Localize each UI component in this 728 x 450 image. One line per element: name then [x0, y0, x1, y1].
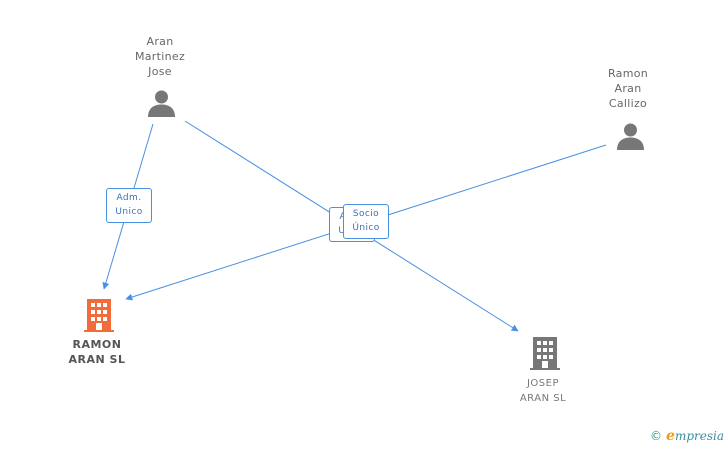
person-icon[interactable]	[147, 89, 176, 117]
company-label-ramon-aran-sl[interactable]: RAMON ARAN SL	[68, 338, 126, 366]
building-icon[interactable]	[530, 337, 560, 370]
edge-label-socio-unico[interactable]: Socio Único	[343, 204, 389, 239]
edge-label-adm-unico[interactable]: Adm. Unico	[106, 188, 152, 223]
person-label-aran-martinez-jose[interactable]: Aran Martinez Jose	[134, 35, 186, 78]
building-icon[interactable]	[84, 299, 114, 332]
person-icon[interactable]	[616, 122, 645, 150]
person-label-ramon-aran-callizo[interactable]: Ramon Aran Callizo	[607, 67, 649, 110]
empresia-watermark[interactable]: ©empresia	[650, 428, 724, 444]
company-label-josep-aran-sl[interactable]: JOSEP ARAN SL	[519, 378, 567, 404]
brand-logo: empresia	[666, 428, 724, 444]
copyright-icon: ©	[650, 429, 663, 443]
